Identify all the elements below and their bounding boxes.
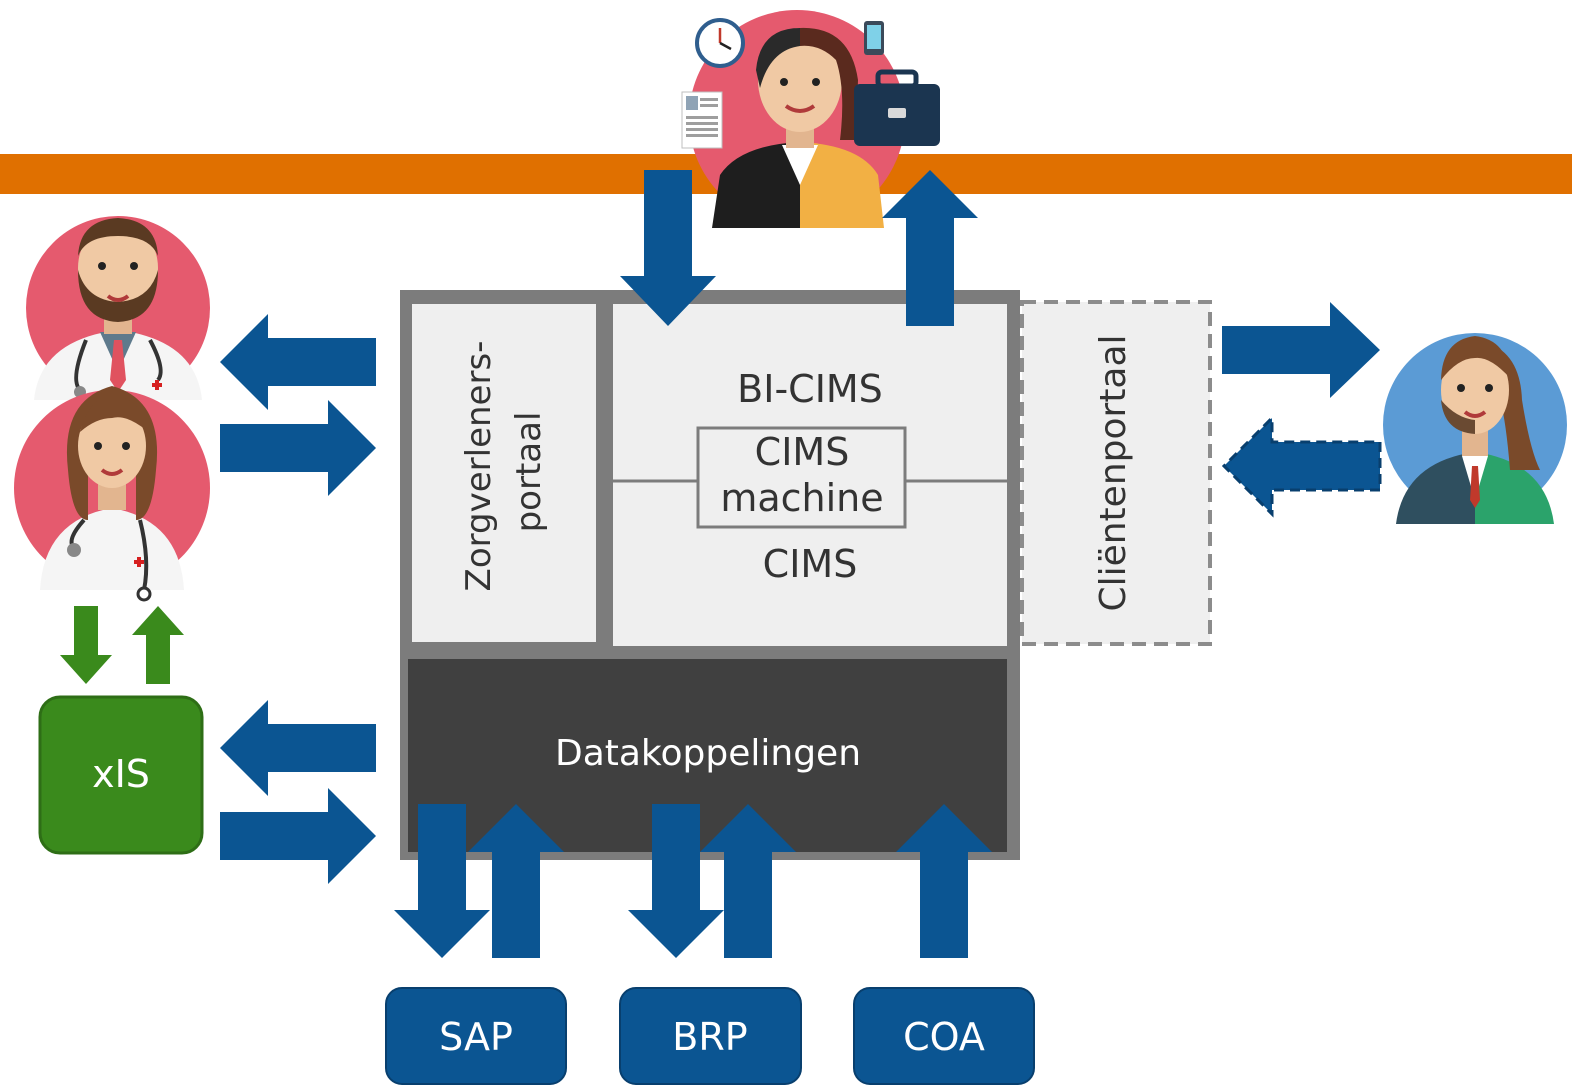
- arrow-to-brp: [628, 804, 724, 958]
- arrow-to-sap: [394, 804, 490, 958]
- briefcase-icon: [854, 69, 940, 146]
- arrow-from-brp: [700, 804, 796, 958]
- green-arrow-up: [132, 606, 184, 684]
- cims-label: CIMS: [763, 542, 858, 586]
- phone-icon: [864, 21, 884, 55]
- zorgverleners-panel: [412, 304, 596, 642]
- clock-icon: [695, 18, 745, 68]
- arrow-to-client: [1222, 302, 1380, 398]
- coa-box: [853, 987, 1035, 1085]
- client-avatar: [1383, 333, 1567, 524]
- arrow-from-manager: [620, 170, 716, 326]
- sap-label: SAP: [439, 1015, 513, 1059]
- arrow-from-coa: [896, 804, 992, 958]
- cims-machine-label-line2: machine: [720, 476, 883, 520]
- datakoppelingen-label: Datakoppelingen: [555, 733, 861, 774]
- clientenportaal-label: Cliëntenportaal: [1093, 334, 1134, 611]
- arrow-from-client: [1221, 414, 1382, 518]
- xis-label: xIS: [92, 752, 150, 796]
- male-doctor-avatar: [26, 216, 210, 400]
- green-arrow-down: [60, 606, 112, 684]
- manager-avatar: [689, 10, 905, 228]
- bi-cims-label: BI-CIMS: [737, 367, 883, 411]
- arrow-from-xis: [220, 788, 376, 884]
- document-icon: [681, 91, 723, 149]
- arrow-to-xis: [220, 700, 376, 796]
- coa-label: COA: [903, 1015, 985, 1059]
- clientenportaal-panel: [1020, 300, 1212, 646]
- zorgverleners-label-line2: portaal: [509, 412, 549, 533]
- brp-label: BRP: [672, 1015, 747, 1059]
- sap-box: [385, 987, 567, 1085]
- cims-machine-box: [696, 426, 907, 529]
- arrow-from-sap: [468, 804, 564, 958]
- cims-machine-label-line1: CIMS: [755, 430, 850, 474]
- brp-box: [619, 987, 802, 1085]
- arrow-to-doctors: [220, 314, 376, 410]
- zorgverleners-label-line1: Zorgverleners-: [459, 341, 499, 592]
- arrow-to-manager: [882, 170, 978, 326]
- arrow-from-doctors: [220, 400, 376, 496]
- female-doctor-avatar: [14, 386, 210, 602]
- xis-box: [38, 695, 204, 855]
